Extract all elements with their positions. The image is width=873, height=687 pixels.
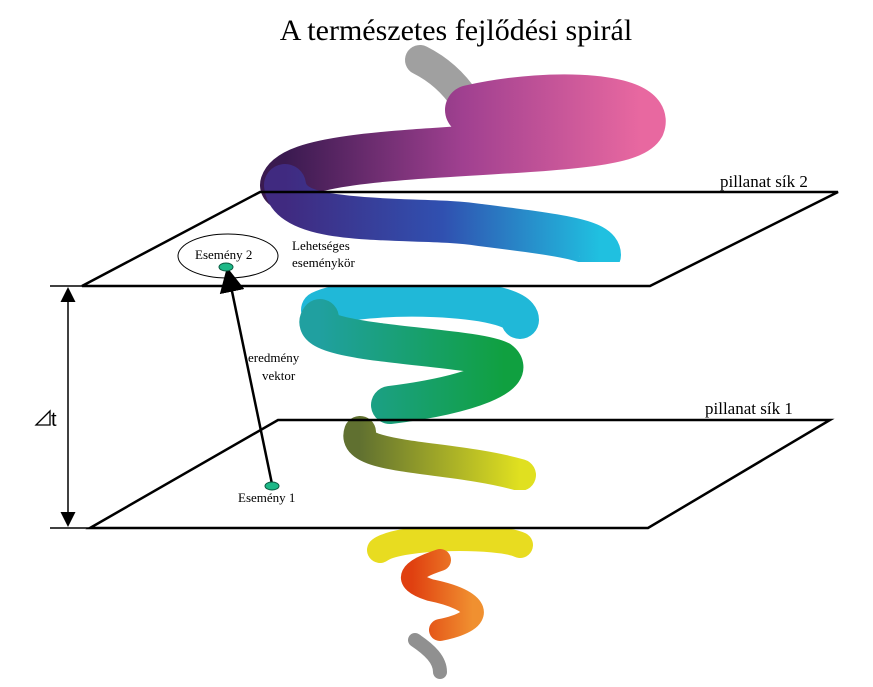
vector-label-2: vektor — [262, 368, 296, 383]
plane-1 — [85, 418, 835, 530]
spiral — [260, 45, 666, 679]
vector-label-1: eredmény — [248, 350, 300, 365]
result-vector-arrow — [219, 267, 274, 485]
possible-circle-label-1: Lehetséges — [292, 238, 350, 253]
plane-2 — [81, 190, 839, 288]
plane-2-label: pillanat sík 2 — [720, 172, 808, 191]
delta-t-label: t — [51, 409, 57, 431]
event-2-dot — [218, 262, 234, 272]
plane-1-label: pillanat sík 1 — [705, 399, 793, 418]
delta-t-indicator — [34, 285, 90, 529]
event-1-dot — [264, 481, 280, 491]
diagram-title: A természetes fejlődési spirál — [280, 14, 632, 47]
possible-circle-label-2: eseménykör — [292, 255, 355, 270]
event-2-label: Esemény 2 — [195, 247, 252, 262]
event-1-label: Esemény 1 — [238, 490, 295, 505]
delta-triangle-icon — [34, 409, 51, 426]
